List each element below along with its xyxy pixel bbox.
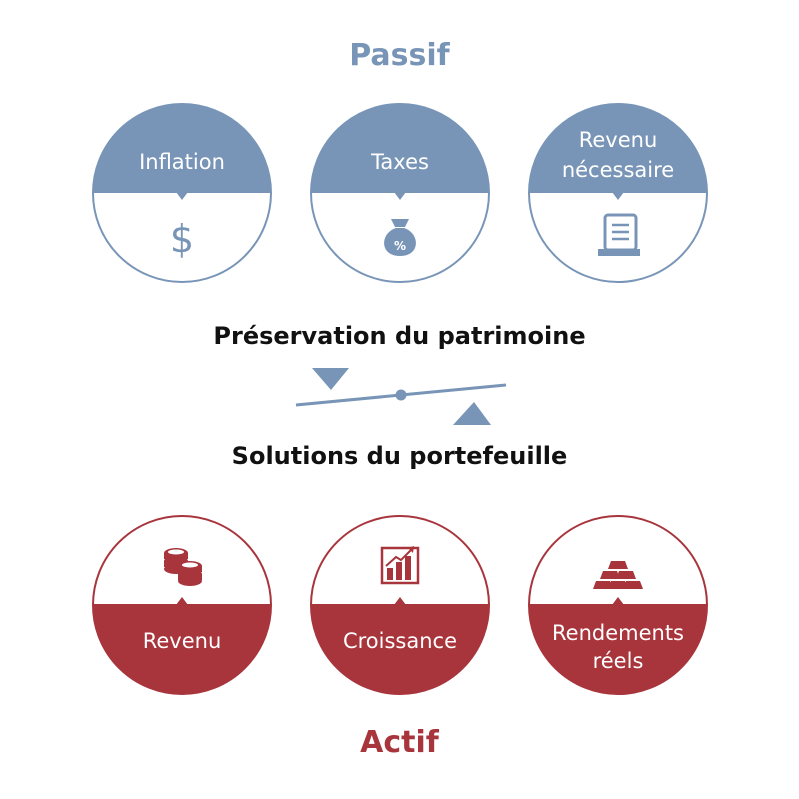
actif-circle-rendements-reels: Rendements réels xyxy=(528,515,708,695)
actif-label-rendements-line1: Rendements xyxy=(552,621,684,645)
growth-chart-icon xyxy=(380,546,420,585)
passif-label-inflation: Inflation xyxy=(139,150,225,174)
coins-stack-icon xyxy=(164,548,202,586)
balance-scale xyxy=(295,368,507,425)
balance-pivot xyxy=(395,389,407,401)
actif-circle-croissance: Croissance xyxy=(310,515,490,695)
gold-bars-icon xyxy=(593,561,643,589)
balance-triangle-down xyxy=(312,368,349,390)
passif-circle-inflation: Inflation $ xyxy=(92,103,272,283)
balance-triangle-up xyxy=(453,402,491,425)
passif-label-taxes: Taxes xyxy=(370,150,429,174)
actif-label-rendements-line2: réels xyxy=(593,649,644,673)
svg-text:%: % xyxy=(394,239,406,253)
balance-bottom-label: Solutions du portefeuille xyxy=(231,442,568,470)
passif-label-revenu-line2: nécessaire xyxy=(562,158,674,182)
actif-circle-revenu: Revenu xyxy=(92,515,272,695)
actif-label-croissance: Croissance xyxy=(343,629,457,653)
passif-label-revenu-line1: Revenu xyxy=(579,128,658,152)
svg-text:$: $ xyxy=(170,217,194,261)
dollar-icon: $ xyxy=(170,217,194,261)
receipt-icon xyxy=(598,213,640,256)
money-bag-percent-icon: % xyxy=(384,219,416,256)
passif-circle-revenu-necessaire: Revenu nécessaire xyxy=(528,103,708,283)
balance-top-label: Préservation du patrimoine xyxy=(213,322,586,350)
actif-label-revenu: Revenu xyxy=(143,629,222,653)
passif-circle-taxes: Taxes % xyxy=(310,103,490,283)
actif-title: Actif xyxy=(360,725,439,760)
passif-title: Passif xyxy=(349,38,450,73)
